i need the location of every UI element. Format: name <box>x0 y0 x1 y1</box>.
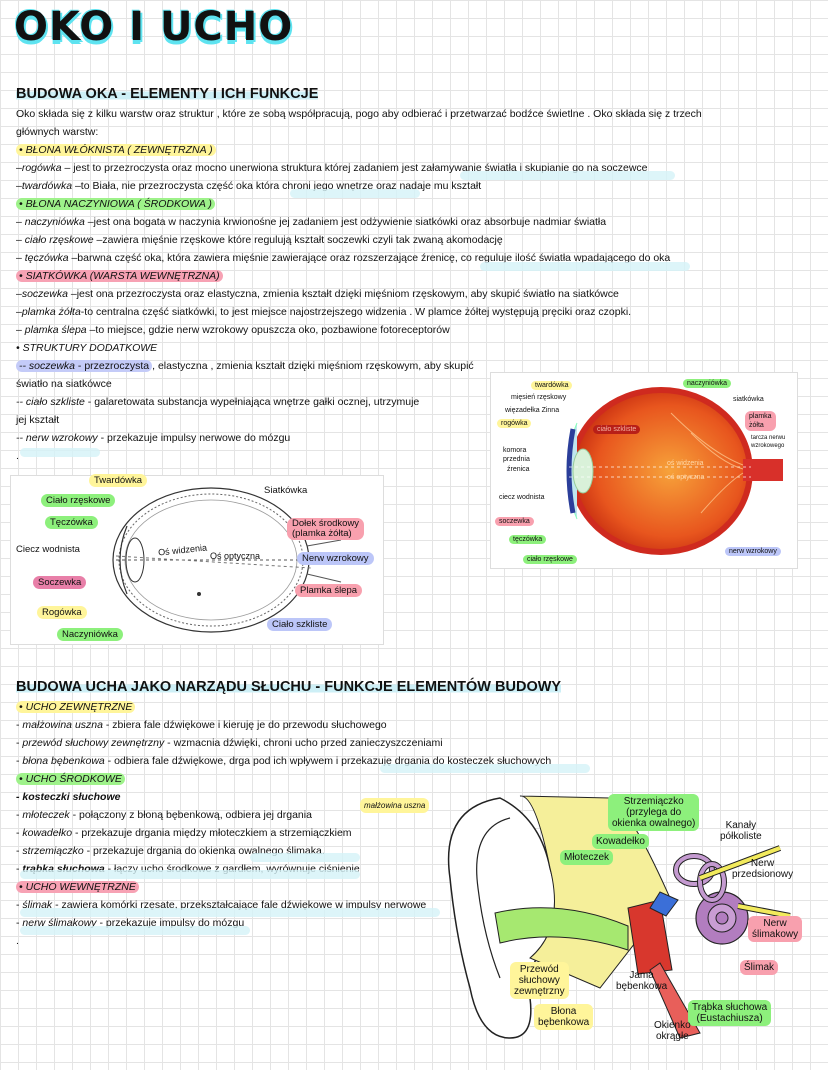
label-trabka-sluchowa: Trąbka słuchowa(Eustachiusza) <box>688 1000 772 1026</box>
label-naczyniowka: Naczyniówka <box>57 628 123 641</box>
label-nerw-wzrokowy: Nerw wzrokowy <box>297 552 374 565</box>
label-dolek-srodkowy: Dołek środkowy(plamka żółta) <box>287 518 365 540</box>
label-wiezadelka-zinna: więzadełka Zinna <box>505 407 560 414</box>
eye-text-line: – tęczówka –barwna część oka, która zawi… <box>16 252 671 264</box>
label-malzowina-uszna: małżowina uszna <box>360 798 430 813</box>
ear-part-heading: • UCHO ZEWNĘTRZNE <box>16 698 136 716</box>
label-ciecz-wodnista: ciecz wodnista <box>499 494 545 501</box>
label-os-optyczna: oś optyczna <box>667 474 705 481</box>
label-rogowka: rogówka <box>497 419 532 428</box>
label-slimak: Ślimak <box>740 960 779 975</box>
eye-text-line: – ciało rzęskowe –zawiera mięśnie rzęsko… <box>16 234 503 246</box>
label-soczewka: soczewka <box>495 517 534 526</box>
ear-text-line: - przewód słuchowy zewnętrzny - wzmacnia… <box>16 737 443 749</box>
highlight-smear <box>250 853 360 862</box>
eye-layer-heading: • BŁONA NACZYNIOWA ( ŚRODKOWA ) <box>16 195 215 213</box>
eye-text-line: jej kształt <box>16 414 60 426</box>
ear-text-line: - młoteczek - połączony z błoną bębenkow… <box>16 809 312 821</box>
eye-text-line: –soczewka –jest ona przezroczysta oraz e… <box>16 288 619 300</box>
label-cialo-szkliste: Ciało szkliste <box>267 618 333 631</box>
label-ciecz-wodnista: Ciecz wodnista <box>16 544 80 555</box>
eye-text-line: – naczyniówka –jest ona bogata w naczyni… <box>16 216 607 228</box>
eye-text-line: -- nerw wzrokowy - przekazuje impulsy ne… <box>16 432 291 444</box>
label-cialo-szkliste: ciało szkliste <box>593 425 641 434</box>
label-nerw-wzrokowy: nerw wzrokowy <box>725 547 781 556</box>
highlight-smear <box>290 189 420 198</box>
highlight-smear <box>20 448 100 457</box>
eye-intro-line: głównych warstw: <box>16 126 99 138</box>
ear-text-line: - małżowina uszna - zbiera fale dźwiękow… <box>16 719 387 731</box>
ear-anatomy-diagram: małżowina uszna Strzemiączko(przylega do… <box>360 788 820 1043</box>
label-zrenica: źrenica <box>507 466 530 473</box>
label-siatkowka: siatkówka <box>733 396 764 403</box>
page-title: OKO I UCHO <box>14 4 294 50</box>
label-teczowka: tęczówka <box>509 535 547 544</box>
label-mloteczek: Młoteczek <box>560 850 614 865</box>
highlight-smear <box>20 870 360 879</box>
label-cialo-rzeskowe: Ciało rzęskowe <box>41 494 116 507</box>
eye-text-line: – plamka ślepa –to miejsce, gdzie nerw w… <box>16 324 450 336</box>
label-teczowka: Tęczówka <box>45 516 98 529</box>
highlight-smear <box>20 926 250 935</box>
eye-text-line: -- ciało szkliste - galaretowata substan… <box>16 396 420 408</box>
eye-intro-line: Oko składa się z kilku warstw oraz struk… <box>16 108 702 120</box>
highlight-smear <box>460 171 675 180</box>
label-os-optyczna: Oś optyczna <box>210 551 261 561</box>
highlight-smear <box>20 908 440 917</box>
label-naczyniowka: naczyniówka <box>683 379 732 388</box>
eye-layer-heading: • BŁONA WŁÓKNISTA ( ZEWNĘTRZNA ) <box>16 141 216 159</box>
eye-text-line: –plamka żółta-to centralna część siatków… <box>16 306 632 318</box>
ear-subheading: - kosteczki słuchowe <box>16 791 121 803</box>
ear-section-heading: BUDOWA UCHA JAKO NARZĄDU SŁUCHU - FUNKCJ… <box>16 679 562 695</box>
eye-cross-section-diagram: Twardówka Ciało rzęskowe Tęczówka Ciecz … <box>10 474 384 645</box>
ear-part-heading: • UCHO WEWNĘTRZNE <box>16 878 139 896</box>
eye-text-line: światło na siatkówce <box>16 378 112 390</box>
ear-part-heading: • UCHO ŚRODKOWE <box>16 770 125 788</box>
highlight-smear <box>480 262 690 271</box>
label-os-widzenia: oś widzenia <box>667 460 704 467</box>
ear-text-line: - kowadełko - przekazuje drgania między … <box>16 827 352 839</box>
label-siatkowka: Siatkówka <box>264 485 308 496</box>
eye-text-line: -- soczewka - przezroczysta, elastyczna … <box>16 357 474 375</box>
label-miesien-rzeskowy: mięsień rzęskowy <box>511 394 567 401</box>
highlight-smear <box>380 764 590 773</box>
label-cialo-rzeskowe: ciało rzęskowe <box>523 555 577 564</box>
eye-section-heading: BUDOWA OKA - ELEMENTY I ICH FUNKCJE <box>16 86 319 102</box>
label-rogowka: Rogówka <box>37 606 87 619</box>
eye-colored-diagram: twardówka mięsień rzęskowy więzadełka Zi… <box>490 372 798 569</box>
ear-text-line: . <box>16 935 19 947</box>
eye-layer-heading: • SIATKÓWKA (WARSTA WEWNĘTRZNA) <box>16 267 223 285</box>
label-plamka-slepa: Plamka ślepa <box>295 584 363 597</box>
label-kowadelko: Kowadełko <box>592 834 649 849</box>
eye-layer-heading: • STRUKTURY DODATKOWE <box>16 342 158 354</box>
label-twardowka: twardówka <box>531 381 573 390</box>
eye-text-line: . <box>16 450 19 462</box>
label-soczewka: Soczewka <box>33 576 87 589</box>
label-twardowka: Twardówka <box>89 474 148 487</box>
